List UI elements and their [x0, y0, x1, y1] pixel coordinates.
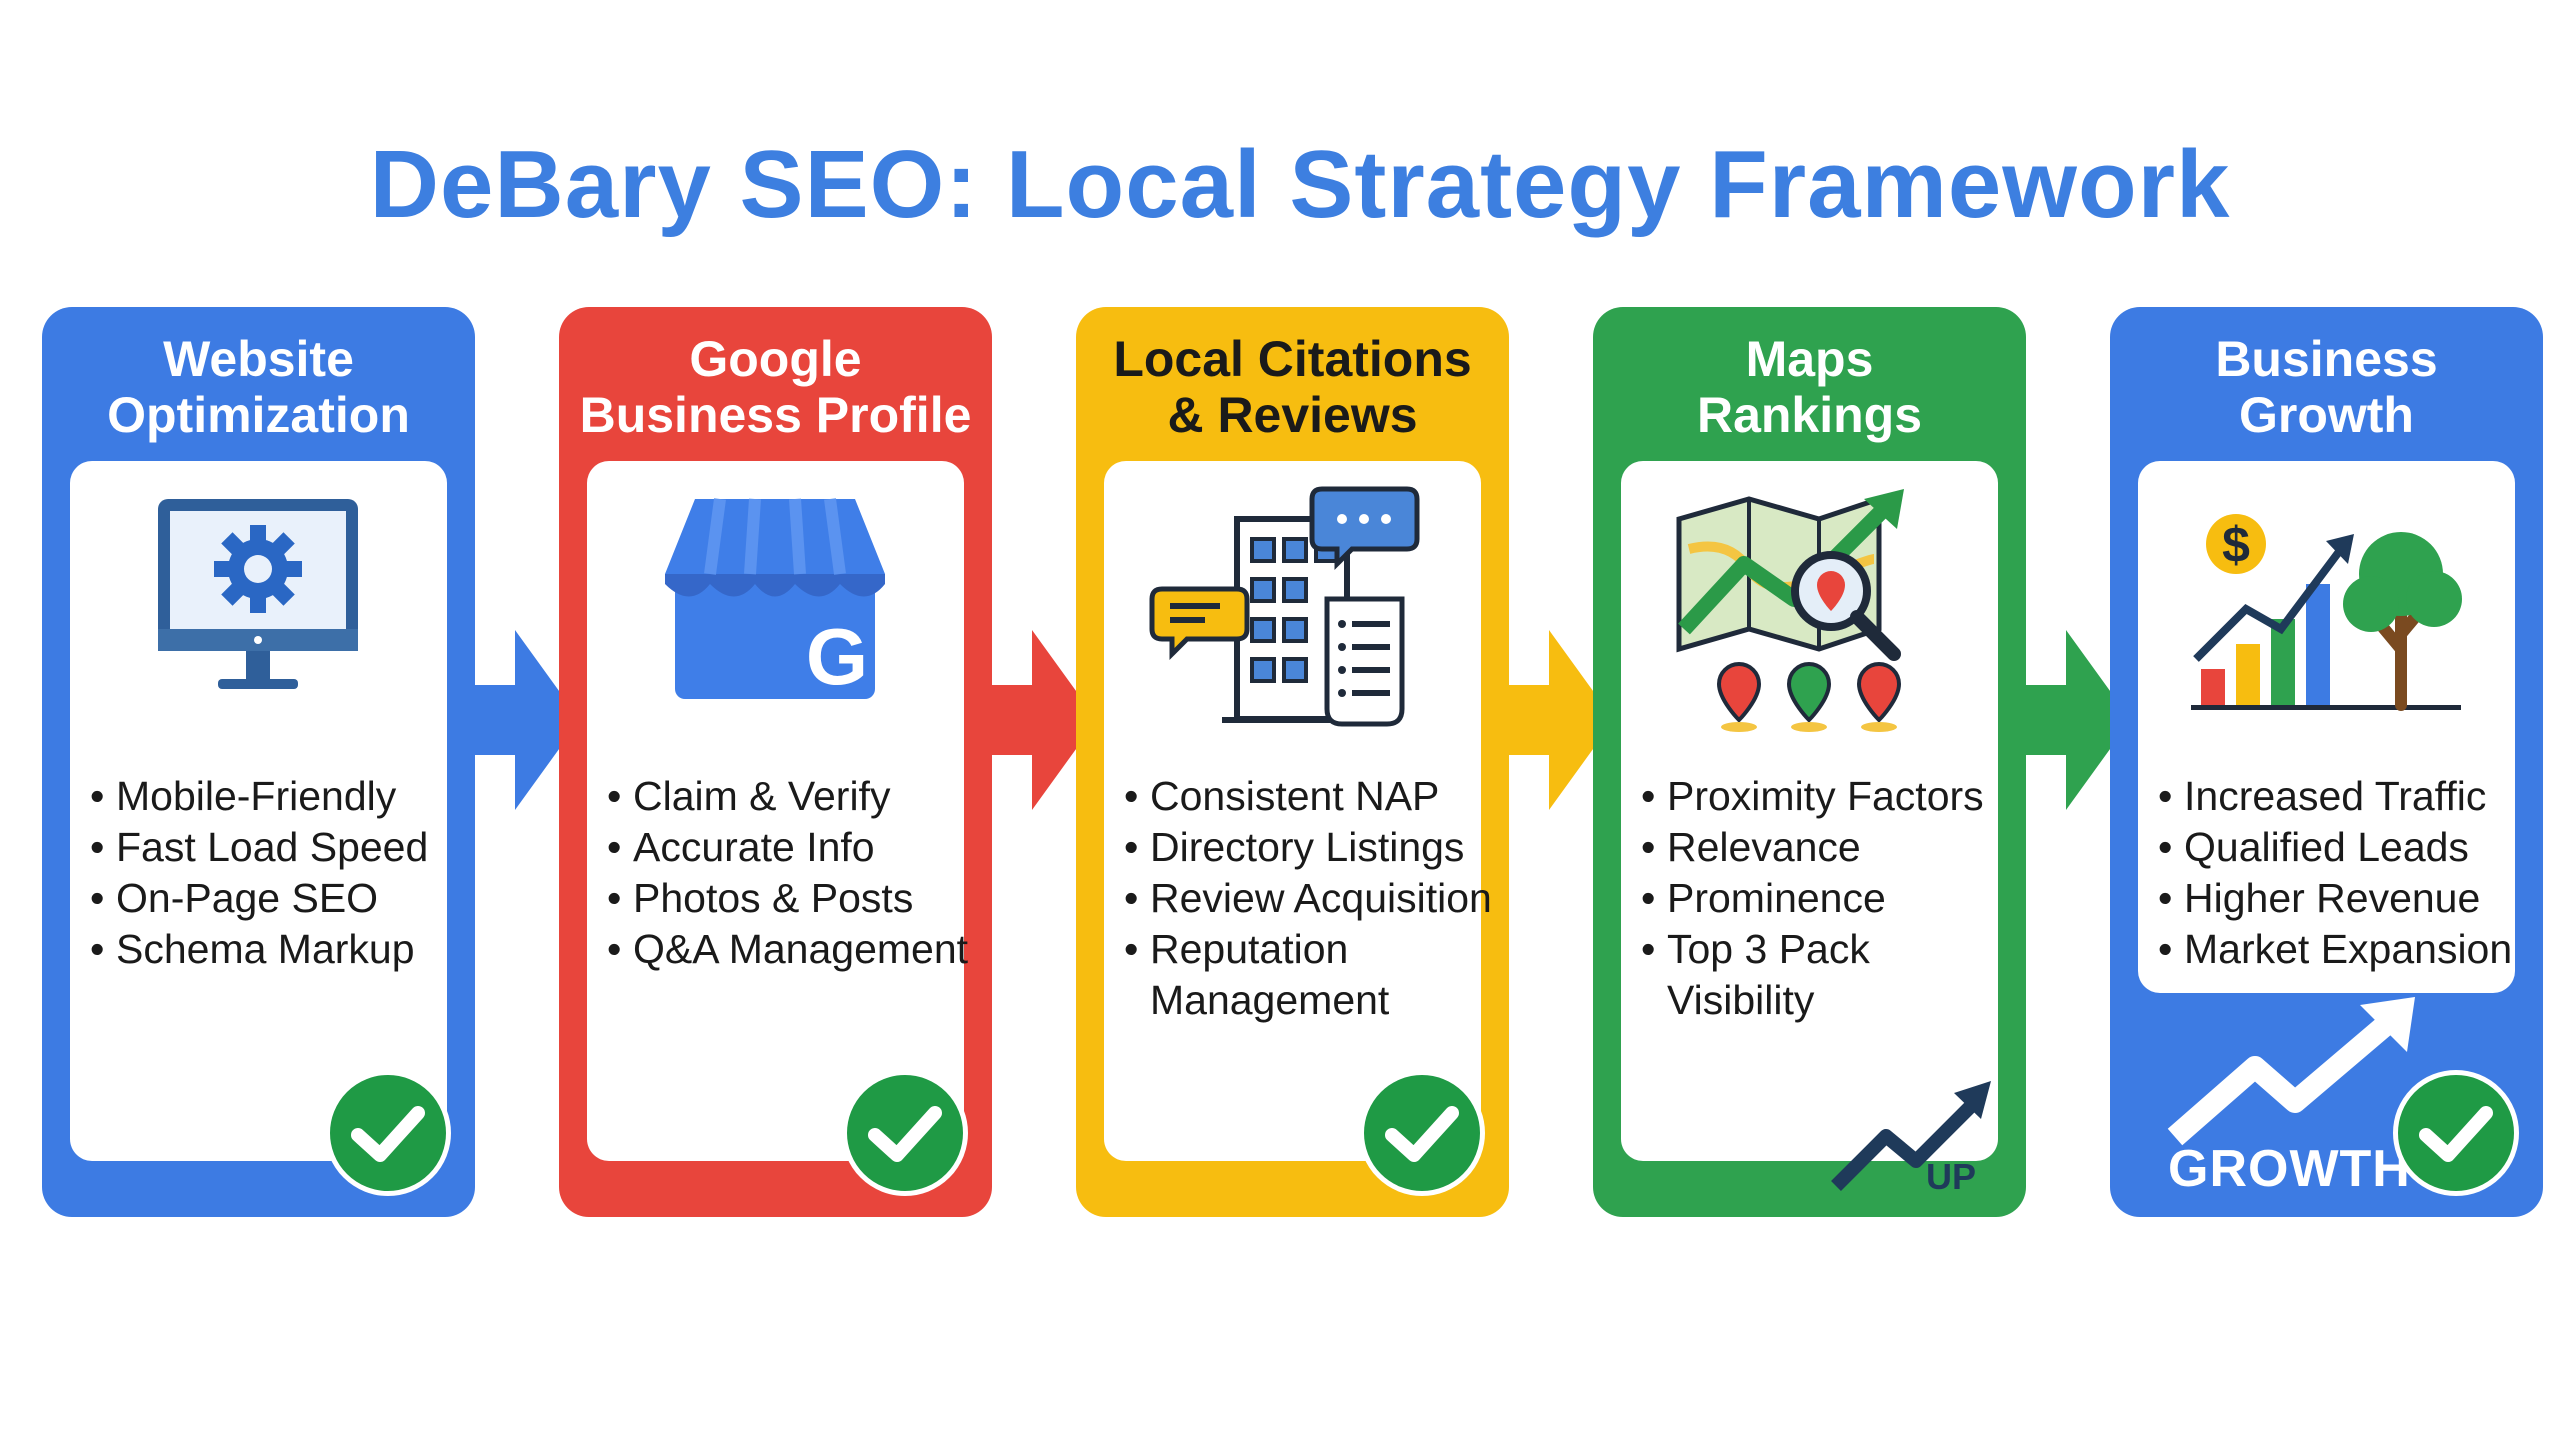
list-item-continuation: Visibility [1667, 977, 1815, 1023]
list-item: Mobile-Friendly [86, 771, 446, 822]
check-icon [2393, 1070, 2519, 1196]
growth-label: GROWTH [2168, 1140, 2411, 1198]
flow-arrow-4 [2021, 630, 2131, 810]
bullet-list: Claim & Verify Accurate Info Photos & Po… [603, 771, 968, 975]
list-item: Consistent NAP [1120, 771, 1480, 822]
trend-up-arrow-icon [1831, 1081, 1991, 1191]
list-item: Q&A Management [603, 924, 968, 975]
panel-card: Proximity Factors Relevance Prominence T… [1621, 461, 1998, 1197]
list-item: On-Page SEO [86, 873, 446, 924]
list-item: Market Expansion [2154, 924, 2514, 975]
list-item: Prominence [1637, 873, 1997, 924]
list-item: Schema Markup [86, 924, 446, 975]
list-item: Photos & Posts [603, 873, 963, 924]
list-item: Top 3 Pack [1637, 924, 1997, 975]
bullet-list: Mobile-Friendly Fast Load Speed On-Page … [86, 771, 446, 975]
panel-business-growth: Business Growth $ Increased Traffic Qual… [2110, 307, 2543, 1217]
bullet-list: Proximity Factors Relevance Prominence T… [1637, 771, 1997, 1026]
list-item: Proximity Factors [1637, 771, 1997, 822]
panel-card: $ Increased Traffic Qualified Leads High… [2138, 461, 2515, 993]
bullet-list: Consistent NAP Directory Listings Review… [1120, 771, 1492, 1026]
check-icon [842, 1070, 968, 1196]
growth-chart-tree-icon: $ [2191, 514, 2462, 711]
panel-card: Mobile-Friendly Fast Load Speed On-Page … [70, 461, 447, 1161]
panel-card: G Claim & Verify Accurate Info Photos & … [587, 461, 968, 1161]
flow-arrow-2 [987, 630, 1097, 810]
panel-local-citations-reviews: Local Citations & Reviews C [1076, 307, 1509, 1217]
panel-google-business-profile: Google Business Profile G Claim & Verify… [559, 307, 992, 1217]
dollar-icon: $ [2222, 517, 2250, 573]
page-title: DeBary SEO: Local Strategy Framework [369, 131, 2231, 238]
list-item: Qualified Leads [2154, 822, 2514, 873]
flow-arrow-3 [1504, 630, 1614, 810]
panel-heading: Business Growth [2215, 331, 2438, 443]
list-item: Accurate Info [603, 822, 963, 873]
panel-heading: Website Optimization [107, 331, 410, 443]
bullet-list: Increased Traffic Qualified Leads Higher… [2154, 771, 2514, 975]
monitor-gear-icon [158, 499, 358, 689]
map-pins-magnifier-icon [1676, 489, 1904, 732]
panel-website-optimization: Website Optimization Mobile-Fr [42, 307, 475, 1217]
list-item: Higher Revenue [2154, 873, 2514, 924]
panel-maps-rankings: Maps Rankings Proximity Factors Relevanc… [1593, 307, 2026, 1217]
list-item: Claim & Verify [603, 771, 963, 822]
panel-card: Consistent NAP Directory Listings Review… [1104, 461, 1492, 1161]
list-item: Directory Listings [1120, 822, 1480, 873]
check-icon [325, 1070, 451, 1196]
list-item: Reputation [1120, 924, 1480, 975]
panel-heading: Maps Rankings [1696, 331, 1923, 443]
panel-heading: Google Business Profile [579, 331, 972, 443]
panel-heading: Local Citations & Reviews [1113, 331, 1472, 443]
growth-arrow-icon [2167, 997, 2415, 1146]
list-item: Relevance [1637, 822, 1997, 873]
list-item: Increased Traffic [2154, 771, 2514, 822]
check-icon [1359, 1070, 1485, 1196]
list-item-continuation: Management [1150, 977, 1390, 1023]
building-chat-document-icon [1149, 486, 1420, 727]
flow-arrow-1 [470, 630, 580, 810]
google-storefront-icon: G [665, 498, 885, 701]
up-label: UP [1926, 1156, 1977, 1197]
list-item: Review Acquisition [1120, 873, 1492, 924]
google-g-icon: G [806, 612, 868, 701]
list-item: Fast Load Speed [86, 822, 446, 873]
